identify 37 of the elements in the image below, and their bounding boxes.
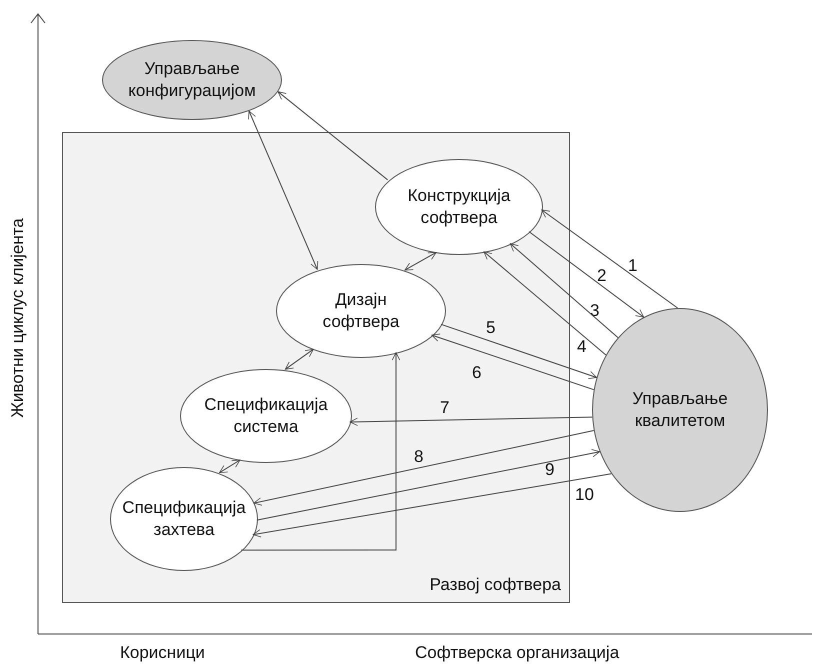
arrow [240,352,400,551]
edge-label: 10 [575,485,594,505]
edge-label: 2 [597,266,606,286]
edge-label: 4 [577,337,586,357]
axis-label: Софтверска организација [415,643,620,663]
node-label: Спецификација система [203,394,329,438]
edge-label: 3 [590,301,600,321]
edge-label: 9 [545,460,554,480]
arrow [440,324,598,379]
group-title: Развој софтвера [430,574,561,596]
axis-label: Корисници [120,643,205,663]
arrow [248,110,318,270]
edge-label: 7 [440,398,450,418]
edge-label: 8 [414,447,424,467]
arrow [510,243,618,338]
arrow [256,449,600,521]
group-box [62,132,570,603]
node-label: Управљање квалитетом [631,388,729,432]
node-label: Конструкција софтвера [406,184,512,229]
arrow [431,334,594,390]
arrow [483,251,606,356]
edge-label: 6 [472,363,482,383]
edge-label: 5 [486,318,496,338]
edge-label: 1 [628,256,638,276]
node-label: Спецификација захтева [121,496,247,541]
arrow [284,348,314,370]
node-label: Дизајн софтвера [322,288,400,333]
arrow [404,252,437,271]
node-label: Управљање конфигурацијом [127,58,257,102]
arrow [252,473,612,538]
arrow [350,416,593,426]
arrow [219,460,240,474]
arrow [541,209,678,308]
arrow [278,91,388,180]
axis-label: Животни циклус клијента [8,218,28,418]
arrow [528,231,644,318]
arrow [253,430,594,506]
